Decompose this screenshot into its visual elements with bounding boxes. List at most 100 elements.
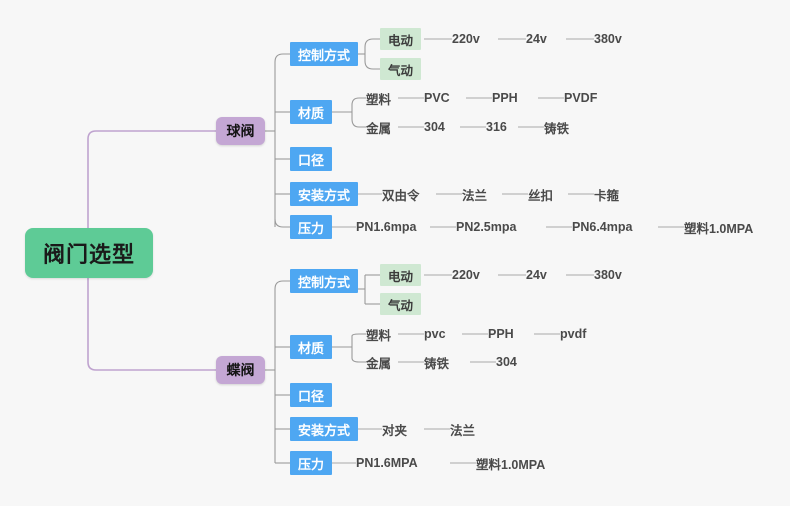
topic-material-ball[interactable]: 材质: [290, 100, 333, 124]
topic-pressure-ball[interactable]: 压力: [290, 215, 333, 239]
leaf-label: 铸铁: [544, 121, 570, 136]
leaf-label: pvc: [424, 327, 446, 341]
group-metal-butterfly[interactable]: 金属: [366, 353, 391, 371]
leaf-pph-ball[interactable]: PPH: [492, 89, 518, 107]
leaf-pvdf-butterfly[interactable]: pvdf: [560, 325, 586, 343]
chip-electric-butterfly[interactable]: 电动: [380, 264, 422, 286]
leaf-380v-butterfly[interactable]: 380v: [594, 266, 622, 284]
leaf-cast-iron-ball[interactable]: 铸铁: [544, 118, 569, 136]
leaf-316-ball[interactable]: 316: [486, 118, 507, 136]
topic-label: 控制方式: [298, 274, 351, 290]
leaf-label: PN1.6mpa: [356, 220, 417, 234]
leaf-plastic-10mpa-butterfly[interactable]: 塑料1.0MPA: [476, 454, 545, 472]
leaf-380v-ball[interactable]: 380v: [594, 30, 622, 48]
leaf-cast-iron-butterfly[interactable]: 铸铁: [424, 353, 449, 371]
leaf-pvc-ball[interactable]: PVC: [424, 89, 450, 107]
topic-label: 材质: [298, 340, 325, 356]
group-plastic-butterfly[interactable]: 塑料: [366, 325, 391, 343]
leaf-label: PN1.6MPA: [356, 456, 418, 470]
leaf-label: pvdf: [560, 327, 587, 341]
leaf-pn16-ball[interactable]: PN1.6mpa: [356, 218, 416, 236]
leaf-label: 卡箍: [594, 188, 620, 203]
topic-label: 材质: [298, 105, 325, 121]
leaf-label: 塑料1.0MPA: [684, 221, 754, 236]
leaf-flange-ball[interactable]: 法兰: [462, 185, 487, 203]
leaf-plastic-10mpa-ball[interactable]: 塑料1.0MPA: [684, 218, 753, 236]
group-label: 金属: [366, 121, 392, 136]
topic-material-butterfly[interactable]: 材质: [290, 335, 333, 359]
topic-installation-butterfly[interactable]: 安装方式: [290, 417, 359, 441]
leaf-label: 220v: [452, 268, 480, 282]
leaf-label: PN6.4mpa: [572, 220, 633, 234]
topic-caliber-butterfly[interactable]: 口径: [290, 383, 333, 407]
leaf-label: 丝扣: [528, 188, 554, 203]
chip-label: 电动: [388, 33, 414, 48]
topic-label: 控制方式: [298, 47, 351, 63]
leaf-label: 塑料1.0MPA: [476, 457, 546, 472]
leaf-pn16-butterfly[interactable]: PN1.6MPA: [356, 454, 418, 472]
leaf-clamp-ball[interactable]: 卡箍: [594, 185, 619, 203]
chip-pneumatic-ball[interactable]: 气动: [380, 58, 422, 80]
leaf-thread-ball[interactable]: 丝扣: [528, 185, 553, 203]
root-label: 阀门选型: [42, 242, 135, 267]
leaf-label: 24v: [526, 32, 547, 46]
leaf-wafer-butterfly[interactable]: 对夹: [382, 420, 407, 438]
leaf-label: 380v: [594, 268, 622, 282]
leaf-label: PVDF: [564, 91, 598, 105]
leaf-label: 法兰: [462, 188, 488, 203]
topic-caliber-ball[interactable]: 口径: [290, 147, 333, 171]
chip-label: 气动: [388, 63, 414, 78]
leaf-24v-butterfly[interactable]: 24v: [526, 266, 547, 284]
branch-node-ball-valve[interactable]: 球阀: [216, 117, 265, 145]
leaf-pn25-ball[interactable]: PN2.5mpa: [456, 218, 516, 236]
leaf-24v-ball[interactable]: 24v: [526, 30, 547, 48]
topic-label: 安装方式: [298, 187, 351, 203]
leaf-304-ball[interactable]: 304: [424, 118, 445, 136]
topic-pressure-butterfly[interactable]: 压力: [290, 451, 333, 475]
root-node[interactable]: 阀门选型: [25, 228, 153, 278]
leaf-label: PPH: [488, 327, 514, 341]
leaf-220v-butterfly[interactable]: 220v: [452, 266, 480, 284]
leaf-flange-butterfly[interactable]: 法兰: [450, 420, 475, 438]
topic-label: 口径: [298, 388, 325, 404]
chip-label: 电动: [388, 269, 414, 284]
leaf-label: 304: [496, 355, 517, 369]
group-metal-ball[interactable]: 金属: [366, 118, 391, 136]
leaf-label: 220v: [452, 32, 480, 46]
leaf-double-union-ball[interactable]: 双由令: [382, 185, 420, 203]
leaf-304-butterfly[interactable]: 304: [496, 353, 517, 371]
leaf-pn64-ball[interactable]: PN6.4mpa: [572, 218, 632, 236]
leaf-label: 双由令: [382, 188, 420, 203]
leaf-pvdf-ball[interactable]: PVDF: [564, 89, 597, 107]
topic-label: 压力: [298, 456, 325, 472]
topic-control-method-butterfly[interactable]: 控制方式: [290, 269, 359, 293]
topic-label: 压力: [298, 220, 325, 236]
leaf-label: 304: [424, 120, 445, 134]
leaf-label: 铸铁: [424, 356, 450, 371]
leaf-label: 24v: [526, 268, 547, 282]
leaf-label: 380v: [594, 32, 622, 46]
branch-node-butterfly-valve[interactable]: 蝶阀: [216, 356, 265, 384]
group-label: 塑料: [366, 92, 392, 107]
leaf-label: PVC: [424, 91, 450, 105]
topic-control-method-ball[interactable]: 控制方式: [290, 42, 359, 66]
group-plastic-ball[interactable]: 塑料: [366, 89, 391, 107]
topic-label: 口径: [298, 152, 325, 168]
leaf-label: PN2.5mpa: [456, 220, 517, 234]
leaf-label: 对夹: [382, 423, 408, 438]
leaf-label: PPH: [492, 91, 518, 105]
branch-label-butterfly-valve: 蝶阀: [226, 362, 255, 378]
chip-electric-ball[interactable]: 电动: [380, 28, 422, 50]
leaf-pvc-butterfly[interactable]: pvc: [424, 325, 446, 343]
leaf-pph-butterfly[interactable]: PPH: [488, 325, 514, 343]
branch-label-ball-valve: 球阀: [226, 123, 255, 139]
group-label: 金属: [366, 356, 392, 371]
leaf-label: 法兰: [450, 423, 476, 438]
topic-installation-ball[interactable]: 安装方式: [290, 182, 359, 206]
topic-label: 安装方式: [298, 422, 351, 438]
leaf-label: 316: [486, 120, 507, 134]
group-label: 塑料: [366, 328, 392, 343]
chip-pneumatic-butterfly[interactable]: 气动: [380, 293, 422, 315]
leaf-220v-ball[interactable]: 220v: [452, 30, 480, 48]
